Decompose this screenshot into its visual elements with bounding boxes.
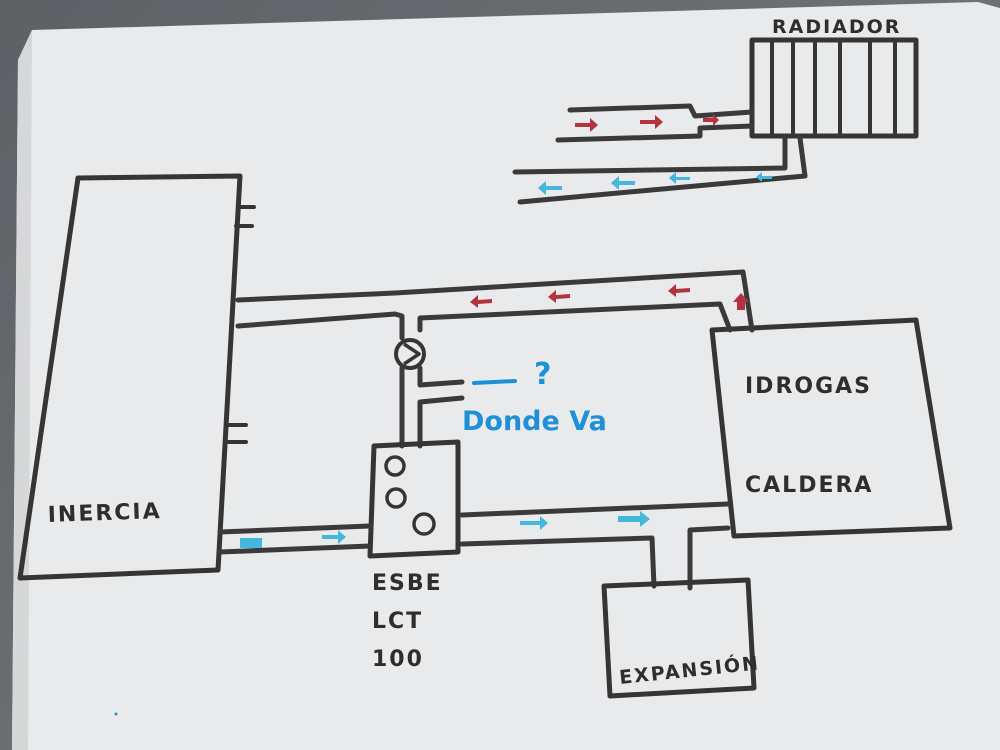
radiator-body bbox=[749, 37, 919, 139]
question-mark: ? bbox=[534, 357, 551, 392]
hot-flow-arrow-icon bbox=[548, 290, 570, 303]
valve-label-line2: LCT bbox=[372, 609, 423, 634]
cold-flow-arrow-icon bbox=[538, 181, 562, 195]
radiator-label: RADIADOR bbox=[772, 16, 901, 38]
inertia-tank bbox=[17, 173, 256, 581]
pump-icon bbox=[394, 338, 426, 370]
hot-flow-arrow-icon bbox=[575, 118, 598, 132]
cold-flow-arrow-icon bbox=[322, 530, 346, 544]
paper-shadow bbox=[12, 30, 32, 750]
cold-flow-arrow-icon bbox=[520, 516, 548, 530]
valve-label-line3: 100 bbox=[372, 647, 424, 672]
cold-flow-arrow-icon bbox=[618, 511, 650, 527]
boiler-label-caldera: CALDERA bbox=[745, 473, 873, 498]
boiler-label-idrogas: IDROGAS bbox=[745, 374, 872, 399]
inertia-label: INERCIA bbox=[47, 499, 162, 528]
ink-dot bbox=[114, 712, 118, 716]
mixing-valve bbox=[367, 439, 461, 559]
cold-flow-arrow-icon bbox=[611, 176, 635, 190]
hot-flow-arrow-icon bbox=[703, 114, 719, 126]
hot-flow-arrow-icon bbox=[640, 115, 663, 129]
question-line bbox=[472, 379, 517, 385]
boiler bbox=[709, 317, 953, 539]
hot-flow-arrow-icon bbox=[470, 295, 492, 308]
cold-flow-arrow-icon bbox=[240, 538, 262, 548]
hot-flow-arrow-icon bbox=[668, 284, 690, 297]
question-text: Donde Va bbox=[462, 406, 607, 437]
valve-label-line1: ESBE bbox=[372, 571, 443, 596]
expansion-tank bbox=[601, 577, 757, 699]
radiator bbox=[749, 37, 919, 139]
paper-sheet bbox=[12, 2, 1000, 750]
